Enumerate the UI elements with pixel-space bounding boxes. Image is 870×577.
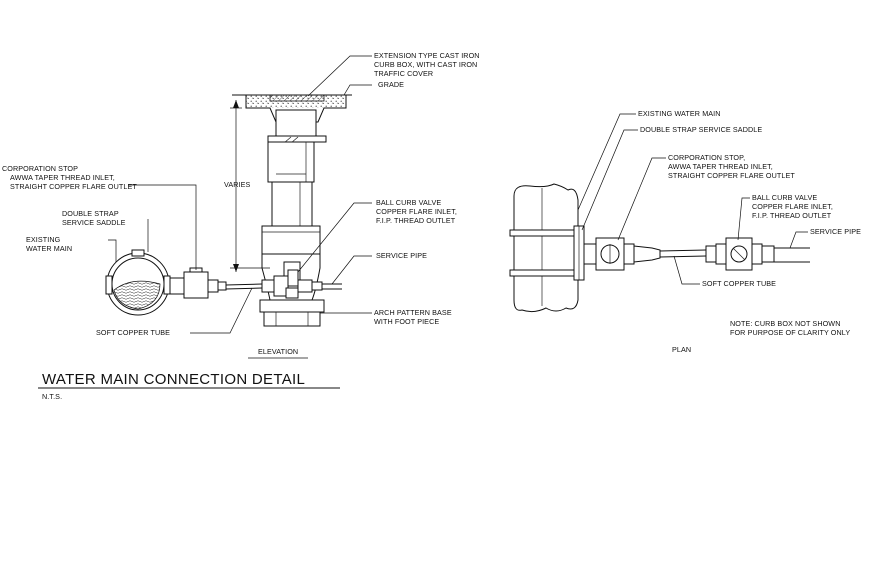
drawing-title: WATER MAIN CONNECTION DETAIL (42, 371, 305, 388)
scale-note: N.T.S. (42, 392, 62, 401)
water-main-section (105, 249, 171, 316)
elevation-leaders (108, 55, 372, 334)
base-label-2: WITH FOOT PIECE (374, 317, 439, 326)
varies-label: VARIES (224, 180, 251, 189)
water-main-label-1: EXISTING (26, 235, 61, 244)
plan-leaders (577, 113, 808, 285)
grade-label: GRADE (378, 80, 404, 89)
plan-note-line-1: NOTE: CURB BOX NOT SHOWN (730, 319, 841, 328)
saddle-label-2: SERVICE SADDLE (62, 218, 126, 227)
plan-note-line-2: FOR PURPOSE OF CLARITY ONLY (730, 328, 850, 337)
elevation-view: EXTENSION TYPE CAST IRON CURB BOX, WITH … (2, 51, 480, 359)
ball-valve-label-2: COPPER FLARE INLET, (376, 207, 457, 216)
service-pipe-label: SERVICE PIPE (376, 251, 427, 260)
plan-water-main-label: EXISTING WATER MAIN (638, 109, 721, 118)
plan-ball-valve-label-2: COPPER FLARE INLET, (752, 202, 833, 211)
plan-water-main (509, 183, 585, 313)
copper-tube-label: SOFT COPPER TUBE (96, 328, 170, 337)
water-main-label-2: WATER MAIN (26, 244, 72, 253)
elevation-view-label: ELEVATION (258, 347, 298, 356)
plan-service-line (583, 237, 810, 271)
varies-dimension (230, 100, 270, 272)
service-line-elevation (169, 267, 342, 299)
plan-corporation-stop-label-2: AWWA TAPER THREAD INLET, (668, 162, 773, 171)
plan-view: EXISTING WATER MAIN DOUBLE STRAP SERVICE… (509, 109, 861, 354)
curb-box-label-1: EXTENSION TYPE CAST IRON (374, 51, 480, 60)
corporation-stop-label-3: STRAIGHT COPPER FLARE OUTLET (10, 182, 137, 191)
plan-saddle-label: DOUBLE STRAP SERVICE SADDLE (640, 125, 762, 134)
ball-valve-label-3: F.I.P. THREAD OUTLET (376, 216, 456, 225)
plan-ball-valve-label-1: BALL CURB VALVE (752, 193, 817, 202)
corporation-stop-label-2: AWWA TAPER THREAD INLET, (10, 173, 115, 182)
curb-box-label-3: TRAFFIC COVER (374, 69, 433, 78)
plan-service-pipe-label: SERVICE PIPE (810, 227, 861, 236)
plan-corporation-stop-label-3: STRAIGHT COPPER FLARE OUTLET (668, 171, 795, 180)
saddle-label-1: DOUBLE STRAP (62, 209, 119, 218)
plan-view-label: PLAN (672, 345, 691, 354)
plan-ball-valve-label-3: F.I.P. THREAD OUTLET (752, 211, 832, 220)
base-label-1: ARCH PATTERN BASE (374, 308, 452, 317)
plan-corporation-stop-label-1: CORPORATION STOP, (668, 153, 745, 162)
plan-copper-tube-label: SOFT COPPER TUBE (702, 279, 776, 288)
corporation-stop-label-1: CORPORATION STOP (2, 164, 78, 173)
ball-valve-label-1: BALL CURB VALVE (376, 198, 441, 207)
curb-box-label-2: CURB BOX, WITH CAST IRON (374, 60, 477, 69)
